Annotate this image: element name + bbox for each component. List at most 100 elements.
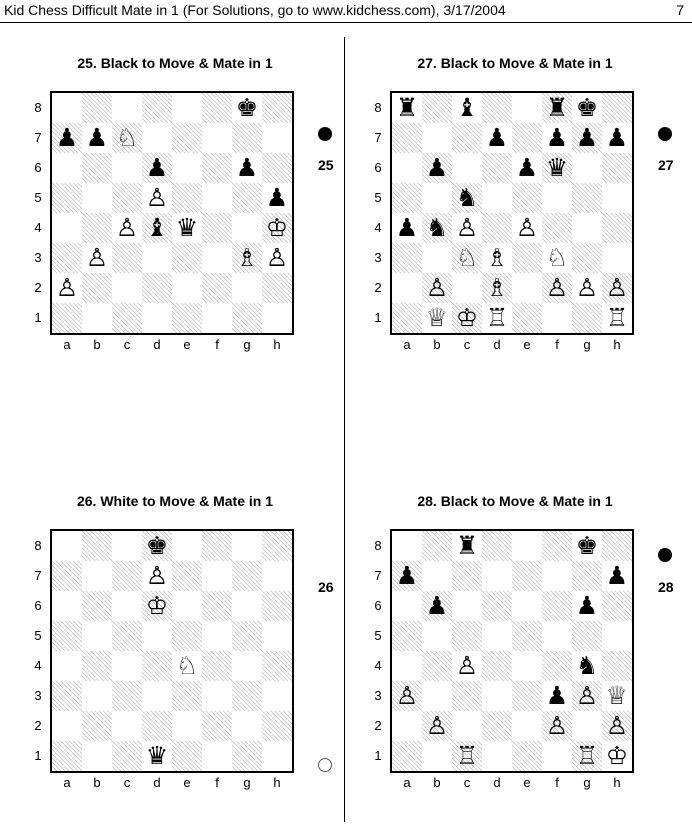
square-h7 xyxy=(262,123,292,153)
white-rook-icon: ♖ xyxy=(575,741,599,770)
square-e5 xyxy=(512,183,542,213)
rank-label: 5 xyxy=(34,190,42,205)
square-e8 xyxy=(512,531,542,561)
square-g2 xyxy=(232,273,262,303)
black-pawn-icon: ♟ xyxy=(395,561,419,590)
square-f6: ♛ xyxy=(542,153,572,183)
square-g7 xyxy=(232,561,262,591)
square-d1: ♛ xyxy=(142,741,172,771)
rank-label: 5 xyxy=(374,628,382,643)
square-f8 xyxy=(202,93,232,123)
square-f3 xyxy=(202,243,232,273)
square-h8 xyxy=(262,531,292,561)
square-g8 xyxy=(232,531,262,561)
square-d4 xyxy=(142,651,172,681)
square-e6: ♟ xyxy=(512,153,542,183)
square-c1: ♖ xyxy=(452,741,482,771)
square-g4 xyxy=(232,213,262,243)
square-g7 xyxy=(232,123,262,153)
square-c4: ♙ xyxy=(112,213,142,243)
square-h2 xyxy=(262,711,292,741)
white-pawn-icon: ♙ xyxy=(85,243,109,272)
square-f2 xyxy=(202,711,232,741)
square-g1: ♖ xyxy=(572,741,602,771)
rank-label: 7 xyxy=(374,568,382,583)
square-d7 xyxy=(482,561,512,591)
puzzle-27: 27. Black to Move & Mate in 1 ♜♝♜♚♟♟♟♟♟♟… xyxy=(360,55,690,395)
square-a5 xyxy=(52,621,82,651)
square-h4 xyxy=(602,213,632,243)
square-a6 xyxy=(52,153,82,183)
white-rook-icon: ♖ xyxy=(455,741,479,770)
black-pawn-icon: ♟ xyxy=(55,123,79,152)
file-label: h xyxy=(613,775,621,790)
rank-label: 1 xyxy=(374,310,382,325)
square-f7 xyxy=(542,561,572,591)
black-pawn-icon: ♟ xyxy=(545,681,569,710)
square-g3 xyxy=(572,243,602,273)
square-h5 xyxy=(262,621,292,651)
square-f4 xyxy=(202,651,232,681)
white-pawn-icon: ♙ xyxy=(115,213,139,242)
square-e3 xyxy=(512,681,542,711)
square-c4 xyxy=(112,651,142,681)
square-a7: ♟ xyxy=(52,123,82,153)
square-b5 xyxy=(82,621,112,651)
white-king-icon: ♔ xyxy=(605,741,629,770)
square-h5: ♟ xyxy=(262,183,292,213)
square-b4: ♞ xyxy=(422,213,452,243)
square-h8 xyxy=(262,93,292,123)
black-pawn-icon: ♟ xyxy=(235,153,259,182)
square-d6: ♟ xyxy=(142,153,172,183)
file-label: f xyxy=(215,775,219,790)
square-a8 xyxy=(52,93,82,123)
square-h4 xyxy=(262,651,292,681)
black-king-icon: ♚ xyxy=(145,531,169,560)
puzzle-number: 26 xyxy=(318,579,334,595)
square-e8 xyxy=(512,93,542,123)
rank-label: 6 xyxy=(374,160,382,175)
white-pawn-icon: ♙ xyxy=(55,273,79,302)
square-d2 xyxy=(482,711,512,741)
square-e8 xyxy=(172,93,202,123)
square-e7 xyxy=(512,123,542,153)
black-pawn-icon: ♟ xyxy=(145,153,169,182)
file-label: f xyxy=(215,337,219,352)
black-pawn-icon: ♟ xyxy=(485,123,509,152)
white-knight-icon: ♘ xyxy=(115,123,139,152)
black-pawn-icon: ♟ xyxy=(515,153,539,182)
square-e5 xyxy=(172,621,202,651)
square-f1 xyxy=(542,741,572,771)
square-a7 xyxy=(52,561,82,591)
white-king-icon: ♔ xyxy=(145,591,169,620)
file-label: e xyxy=(183,337,191,352)
square-h2: ♙ xyxy=(602,273,632,303)
column-divider xyxy=(344,37,345,822)
square-b8 xyxy=(422,531,452,561)
square-b3: ♙ xyxy=(82,243,112,273)
square-g5 xyxy=(572,183,602,213)
square-e7 xyxy=(512,561,542,591)
square-c6 xyxy=(112,591,142,621)
square-d1: ♖ xyxy=(482,303,512,333)
square-e2 xyxy=(172,711,202,741)
square-h3 xyxy=(262,681,292,711)
square-f3 xyxy=(202,681,232,711)
square-a3 xyxy=(52,243,82,273)
puzzle-number: 25 xyxy=(318,157,334,173)
square-a3 xyxy=(392,243,422,273)
square-g6 xyxy=(572,153,602,183)
file-label: a xyxy=(403,337,411,352)
file-label: b xyxy=(433,775,441,790)
square-a4 xyxy=(52,651,82,681)
square-a8 xyxy=(392,531,422,561)
rank-label: 8 xyxy=(374,538,382,553)
black-to-move-icon xyxy=(318,127,332,141)
square-e7 xyxy=(172,561,202,591)
black-to-move-icon xyxy=(658,548,672,562)
square-a5 xyxy=(52,183,82,213)
square-a1 xyxy=(52,303,82,333)
square-h6 xyxy=(602,591,632,621)
square-g1 xyxy=(232,303,262,333)
square-b2 xyxy=(82,273,112,303)
